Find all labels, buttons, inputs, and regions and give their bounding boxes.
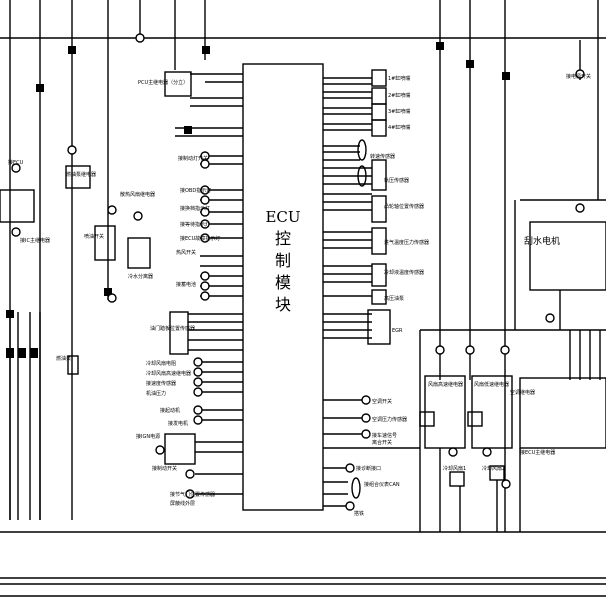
label-ecu-main-relay: 接ECU主继电器 — [520, 449, 555, 456]
label-fuel-pump: 燃油泵 — [56, 355, 71, 362]
label-wait-lamp: 接等待指示灯 — [180, 221, 210, 228]
label-coolant-sep: 冷水分离器 — [128, 273, 153, 280]
label-ecu-main: 接ECU — [8, 159, 24, 166]
ecu-char-0: 控 — [275, 229, 291, 248]
label-ign-power: 接IGN电源 — [136, 433, 160, 440]
label-cyl4: 4#缸喷嘴 — [388, 124, 410, 131]
label-speed-sensor: 接速度传感器 — [146, 380, 176, 387]
label-obd-lamp: 接OBD指示灯 — [180, 187, 211, 194]
label-shield: 屏蔽线外层 — [170, 500, 195, 507]
ecu-title: ECU — [265, 208, 300, 226]
label-wiper-motor: 刮水电机 — [524, 235, 560, 247]
label-can-bus: 接组合仪表CAN — [364, 481, 400, 488]
label-battery: 接蓄电池 — [176, 281, 196, 288]
label-cool-fan-res: 冷却风扇电阻 — [146, 360, 176, 367]
label-cold-fan2: 冷却风扇2 — [482, 465, 505, 472]
label-clutch: 离合开关 — [372, 439, 392, 446]
label-throttle-sensor: 接节气门位置传感器 — [170, 491, 215, 498]
label-shift-lamp: 接换档指示灯 — [180, 205, 210, 212]
label-alternator: 接发电机 — [168, 420, 188, 427]
label-fan-relay-lo: 风扇低速继电器 — [474, 381, 509, 388]
label-ac-switch: 空调开关 — [372, 398, 392, 405]
label-ground: 搭铁 — [354, 510, 364, 517]
label-coolant-temp: 冷却液温度传感器 — [384, 269, 424, 276]
label-cool-fan-hi: 冷却风扇高速继电器 — [146, 370, 191, 377]
label-egr: EGR — [392, 328, 403, 334]
label-pedal-pos: 油门踏板位置传感器 — [150, 325, 195, 332]
label-cyl3: 3#缸喷嘴 — [388, 108, 410, 115]
ecu-char-1: 制 — [275, 251, 291, 270]
ecu-char-3: 块 — [275, 295, 291, 314]
label-cyl1: 1#缸喷嘴 — [388, 75, 410, 82]
label-fault-lamp: 接ECU故障指示灯 — [180, 235, 220, 242]
label-ignition-relay: 燃油泵继电器 — [66, 171, 96, 178]
label-cold-fan1: 冷却风扇1 — [443, 465, 466, 472]
label-wiper-motor-sw: 接电源开关 — [566, 73, 591, 80]
label-brake-switch: 接制动开关 — [152, 465, 177, 472]
label-crank-sensor: 轨压传感器 — [384, 177, 409, 184]
label-cam-sensor: 凸轮轴位置传感器 — [384, 203, 424, 210]
label-ac-pressure: 空调压力传感器 — [372, 416, 407, 423]
ecu-char-2: 模 — [275, 273, 291, 292]
label-fan-relay-hi: 风扇高速继电器 — [428, 381, 463, 388]
label-diag-port: 接诊断接口 — [356, 465, 381, 472]
label-speed-ctrl: 接车速信号 — [372, 432, 397, 439]
ecu-module — [242, 63, 324, 511]
label-ac-relay: 空调继电器 — [510, 389, 535, 396]
label-injector-switch: 喷油开关 — [84, 233, 104, 240]
label-connect-to: 接IC主继电器 — [20, 237, 50, 244]
label-cyl2: 2#缸喷嘴 — [388, 92, 410, 99]
label-intake-sensor: 进气温度压力传感器 — [384, 239, 429, 246]
label-fan-relay: 散热风扇继电器 — [120, 191, 155, 198]
label-starter: 接起动机 — [160, 407, 180, 414]
label-oil-pressure: 机油压力 — [146, 390, 166, 397]
label-high-pressure: 高压油泵 — [384, 295, 404, 302]
label-ignition-switch: 接制动灯开关 — [178, 155, 208, 162]
label-hot-air: 热风开关 — [176, 249, 196, 256]
label-rpm-sensor: 转速传感器 — [370, 153, 395, 160]
label-pcu-relay: PCU主继电器（分立） — [138, 79, 188, 86]
